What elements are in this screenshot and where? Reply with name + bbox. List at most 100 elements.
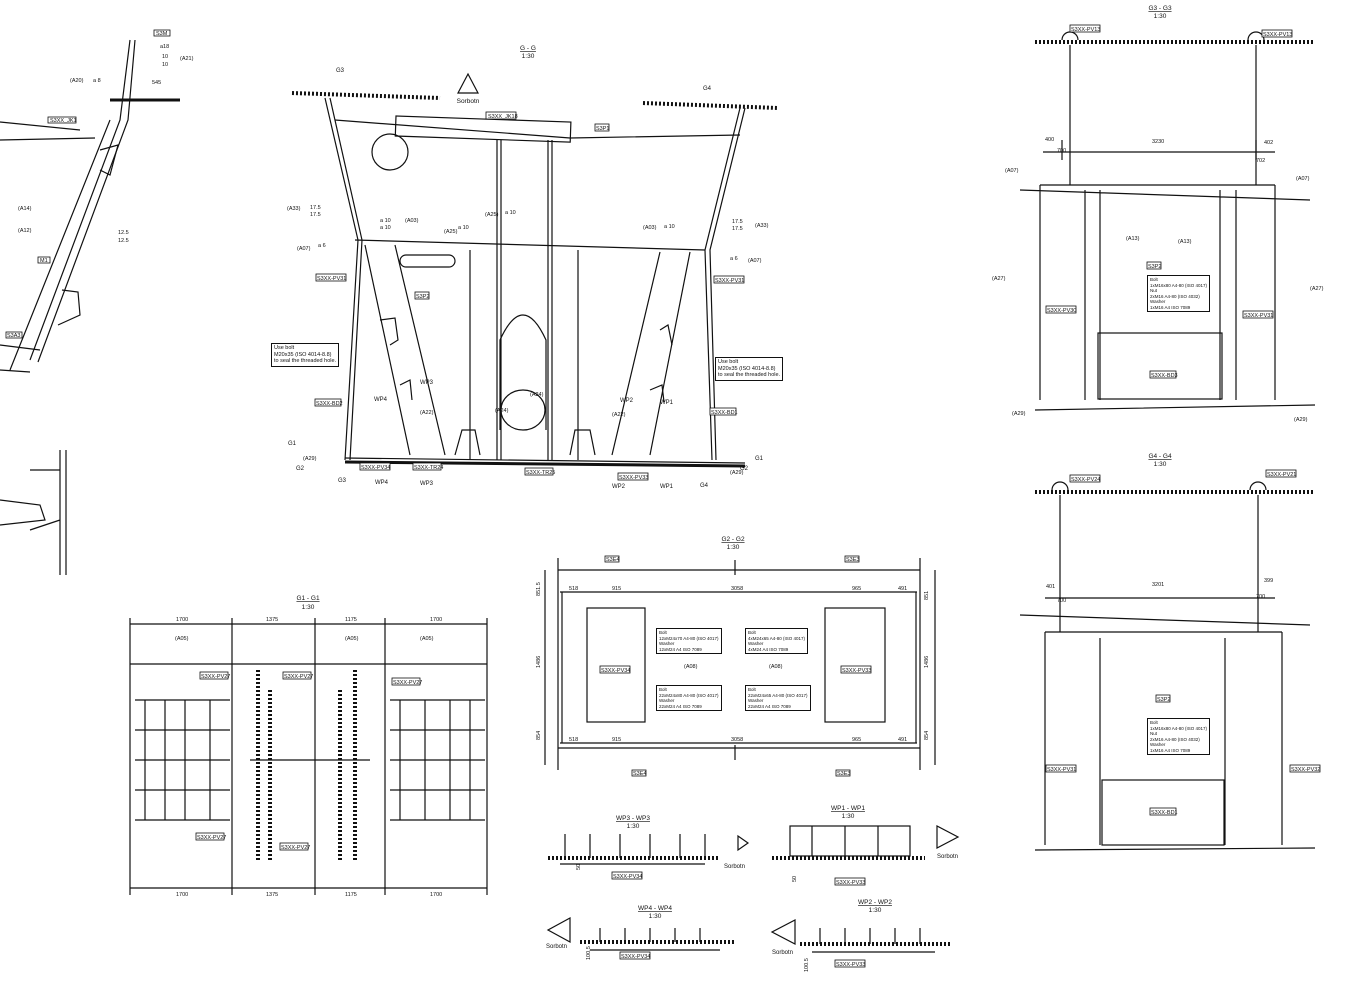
part-label: S3XX-PV27 [284, 674, 313, 680]
view-title: G - G [520, 45, 536, 52]
part-label: S3E4 [606, 557, 619, 563]
dim-text: 700 [1057, 598, 1066, 604]
dim-text: 854 [924, 731, 930, 740]
note-line: 22xM24 A4 ISO 7089 [748, 703, 791, 709]
view-scale: 1:30 [842, 813, 855, 820]
note-line: 1xM16 A4 ISO 7089 [1150, 747, 1191, 753]
dim-text: 100.5 [586, 946, 592, 960]
note-line: Bolt [1150, 720, 1158, 725]
section-mark: G1 [755, 456, 764, 462]
left-partial-view: S3M S3XX_JK1 M1 S3A3 (A20) (A21) (A14) (… [0, 29, 194, 575]
weld-size: 17.5 [732, 226, 743, 232]
dim-text: 491 [898, 737, 907, 743]
weld-ref: (A24) [495, 408, 509, 414]
weld-size: 17.5 [310, 212, 321, 218]
dim-text: 965 [852, 586, 861, 592]
weld-ref: (A05) [345, 636, 359, 642]
section-mark: WP4 [374, 397, 388, 403]
part-label: S3XX-PV32 [1291, 767, 1320, 773]
weld-ref: (A13) [1126, 236, 1140, 242]
note-line: 1xM16x80 A4-80 (ISO 4017) [1150, 725, 1208, 731]
dim-text: 401 [1046, 584, 1055, 590]
weld-ref: (A27) [1310, 286, 1324, 292]
weld-ref: (A29) [1012, 411, 1026, 417]
note-line: Washer [659, 698, 675, 703]
dim-text: 702 [1256, 158, 1265, 164]
section-mark: WP1 [660, 484, 674, 490]
part-label: S3XX-TR24 [414, 465, 443, 471]
part-label: S3XX-BD1 [711, 410, 738, 416]
dim-text: 1700 [176, 617, 188, 623]
sorbotn-triangle-icon [546, 916, 571, 944]
note-line: 1xM16x80 A4-80 (ISO 4017) [1150, 282, 1208, 288]
section-mark: G4 [703, 86, 712, 92]
part-label: S3XX-BD3 [1151, 373, 1178, 379]
dim-text: 12.5 [118, 238, 129, 244]
part-label: S3XX-PV30 [1047, 308, 1076, 314]
dim-text: 518 [569, 586, 578, 592]
weld-ref: (A25) [444, 229, 458, 235]
dim-text: 700 [1256, 594, 1265, 600]
part-label: S3XX-PV34 [621, 954, 650, 960]
dim-text: 3201 [1152, 582, 1164, 588]
section-mark: WP2 [620, 398, 634, 404]
dim-text: 3058 [731, 737, 743, 743]
dim-text: 1175 [345, 617, 357, 623]
dim-text: 545 [152, 80, 161, 86]
view-scale: 1:30 [522, 53, 535, 60]
part-label: S3XX-BD1 [1151, 810, 1178, 816]
section-mark: WP2 [612, 484, 626, 490]
dim-text: 1486 [536, 656, 542, 668]
note-line: M20x35 (ISO 4014-8.8) [718, 365, 776, 372]
part-label: S3XX_JK18 [488, 114, 518, 120]
part-label: S3XX-TR25 [526, 470, 555, 476]
part-label: S3XX-PV34 [361, 465, 390, 471]
note-line: Use bolt [718, 359, 739, 365]
dim-text: 402 [1264, 140, 1273, 146]
note-line: to seal the threaded hole. [718, 372, 781, 378]
dim-text: 10 [162, 62, 168, 68]
view-title: WP4 - WP4 [638, 905, 672, 912]
section-view-g2-g2: G2 - G2 1:30 518 915 3058 965 491 518 91… [536, 536, 936, 777]
part-label: S3XX-PV27 [197, 835, 226, 841]
view-title: WP2 - WP2 [858, 899, 892, 906]
weld-size: a 10 [664, 224, 675, 230]
section-mark: G2 [740, 466, 749, 472]
weld-ref: (A27) [992, 276, 1006, 282]
note-line: Washer [659, 641, 675, 646]
weld-ref: (A29) [730, 470, 744, 476]
note-line: 2xM16 A4-80 (ISO 4032) [1150, 293, 1200, 299]
note-line: Bolt [748, 630, 756, 635]
part-label: S3XX-PV33 [836, 880, 865, 886]
dim-text: 1486 [924, 656, 930, 668]
view-scale: 1:30 [869, 907, 882, 914]
part-label: S3XX-PV13 [1071, 27, 1100, 33]
part-label: S3XX-PV27 [201, 674, 230, 680]
note-line: Bolt [748, 687, 756, 692]
weld-ref: (A33) [755, 223, 769, 229]
part-label: S3XX-PV34 [601, 668, 630, 674]
weld-ref: (A14) [18, 206, 32, 212]
g2-bolt-note-top-left: Bolt 12xM24x70 A4-80 (ISO 4017) Washer 1… [656, 628, 722, 654]
view-title: G2 - G2 [721, 536, 745, 543]
weld-size: 17.5 [310, 205, 321, 211]
note-line: 22xM24 A4 ISO 7089 [659, 703, 702, 709]
dim-text: 1375 [266, 892, 278, 898]
note-line: to seal the threaded hole. [274, 358, 337, 364]
sorbotn-triangle-icon [737, 834, 750, 852]
weld-ref: (A03) [405, 218, 419, 224]
seal-note-left: Use bolt M20x35 (ISO 4014-8.8) to seal t… [271, 343, 340, 367]
dim-text: a18 [160, 44, 169, 50]
section-mark: G1 [288, 441, 297, 447]
sorbotn-triangle-icon [936, 825, 960, 849]
weld-ref: (A05) [175, 636, 189, 642]
dim-text: 915 [612, 586, 621, 592]
section-view-g3-g3: G3 - G3 1:30 400 3230 402 700 702 S3XX-P… [992, 5, 1324, 423]
part-label: S3E3 [846, 557, 859, 563]
section-mark: WP1 [660, 400, 674, 406]
section-view-g1-g1: G1 - G1 1:30 1700 1375 1175 1700 1700 13… [129, 595, 488, 898]
sorbotn-triangle-icon [457, 72, 479, 94]
dim-text: 399 [1264, 578, 1273, 584]
weld-ref: (A07) [1005, 168, 1019, 174]
weld-ref: (A12) [18, 228, 32, 234]
